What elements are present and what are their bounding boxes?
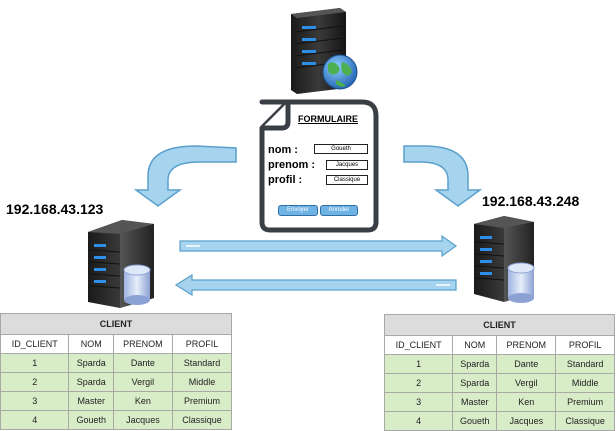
- table-cell: Middle: [555, 373, 615, 393]
- table-cell: 3: [0, 391, 70, 411]
- table-cell: Goueth: [68, 410, 114, 430]
- form-label-profil: profil :: [268, 174, 303, 186]
- web-server-icon: [291, 8, 358, 94]
- table-cell: Master: [68, 391, 114, 411]
- table-cell: Premium: [171, 391, 233, 411]
- left-client-table: CLIENT ID_CLIENT NOM PRENOM PROFIL 1 Spa…: [0, 313, 233, 430]
- table-cell: 3: [383, 392, 454, 412]
- column-header: PRENOM: [496, 335, 557, 355]
- table-cell: Jacques: [112, 410, 173, 430]
- table-cell: 1: [383, 354, 454, 374]
- curved-arrow-right: [403, 145, 483, 207]
- table-cell: Jacques: [496, 411, 557, 431]
- table-cell: Sparda: [68, 353, 114, 373]
- right-server-icon: [474, 216, 535, 303]
- table-row: 2 Sparda Vergil Middle: [383, 373, 615, 393]
- curved-arrow-left: [133, 145, 237, 207]
- table-cell: Dante: [496, 354, 557, 374]
- table-title: CLIENT: [0, 313, 232, 335]
- nom-field[interactable]: Goueth: [314, 144, 368, 154]
- table-cell: Ken: [112, 391, 173, 411]
- form-label-prenom: prenom :: [268, 159, 316, 171]
- table-cell: 2: [383, 373, 454, 393]
- column-header: ID_CLIENT: [0, 334, 70, 354]
- form-label-nom: nom :: [268, 144, 298, 156]
- table-cell: 4: [383, 411, 454, 431]
- table-cell: Goueth: [452, 411, 498, 431]
- table-cell: Dante: [112, 353, 173, 373]
- left-database-icon: [123, 264, 151, 305]
- table-row: 2 Sparda Vergil Middle: [0, 372, 233, 392]
- table-cell: Standard: [171, 353, 233, 373]
- table-cell: 1: [0, 353, 70, 373]
- column-header: ID_CLIENT: [383, 335, 454, 355]
- table-row: 4 Goueth Jacques Classique: [383, 411, 615, 431]
- cancel-button[interactable]: Annuler: [320, 205, 358, 216]
- column-header: PRENOM: [112, 334, 173, 354]
- table-row: 1 Sparda Dante Standard: [383, 354, 615, 374]
- profil-field[interactable]: Classique: [326, 175, 368, 185]
- table-cell: 2: [0, 372, 70, 392]
- table-cell: Vergil: [112, 372, 173, 392]
- table-row: 3 Master Ken Premium: [0, 391, 233, 411]
- table-cell: Sparda: [452, 373, 498, 393]
- table-row: 3 Master Ken Premium: [383, 392, 615, 412]
- sync-arrow-right: [179, 234, 458, 258]
- right-database-icon: [507, 262, 535, 303]
- column-header: PROFIL: [171, 334, 233, 354]
- column-header: NOM: [452, 335, 498, 355]
- column-header: PROFIL: [555, 335, 615, 355]
- table-cell: Ken: [496, 392, 557, 412]
- right-client-table: CLIENT ID_CLIENT NOM PRENOM PROFIL 1 Spa…: [383, 314, 615, 431]
- form-document-icon: [259, 99, 379, 233]
- table-cell: 4: [0, 410, 70, 430]
- table-cell: Vergil: [496, 373, 557, 393]
- right-server-ip: 192.168.43.248: [482, 193, 580, 209]
- table-title: CLIENT: [384, 314, 615, 336]
- form-title: FORMULAIRE: [298, 114, 358, 124]
- table-cell: Middle: [171, 372, 233, 392]
- submit-button[interactable]: Envoyer: [278, 205, 318, 216]
- column-header: NOM: [68, 334, 114, 354]
- table-cell: Master: [452, 392, 498, 412]
- left-server-ip: 192.168.43.123: [6, 201, 104, 217]
- table-cell: Sparda: [68, 372, 114, 392]
- prenom-field[interactable]: Jacques: [326, 160, 368, 170]
- table-cell: Standard: [555, 354, 615, 374]
- sync-arrow-left: [174, 273, 457, 297]
- table-cell: Sparda: [452, 354, 498, 374]
- table-cell: Classique: [555, 411, 615, 431]
- table-row: 1 Sparda Dante Standard: [0, 353, 233, 373]
- left-server-icon: [88, 220, 154, 308]
- table-cell: Premium: [555, 392, 615, 412]
